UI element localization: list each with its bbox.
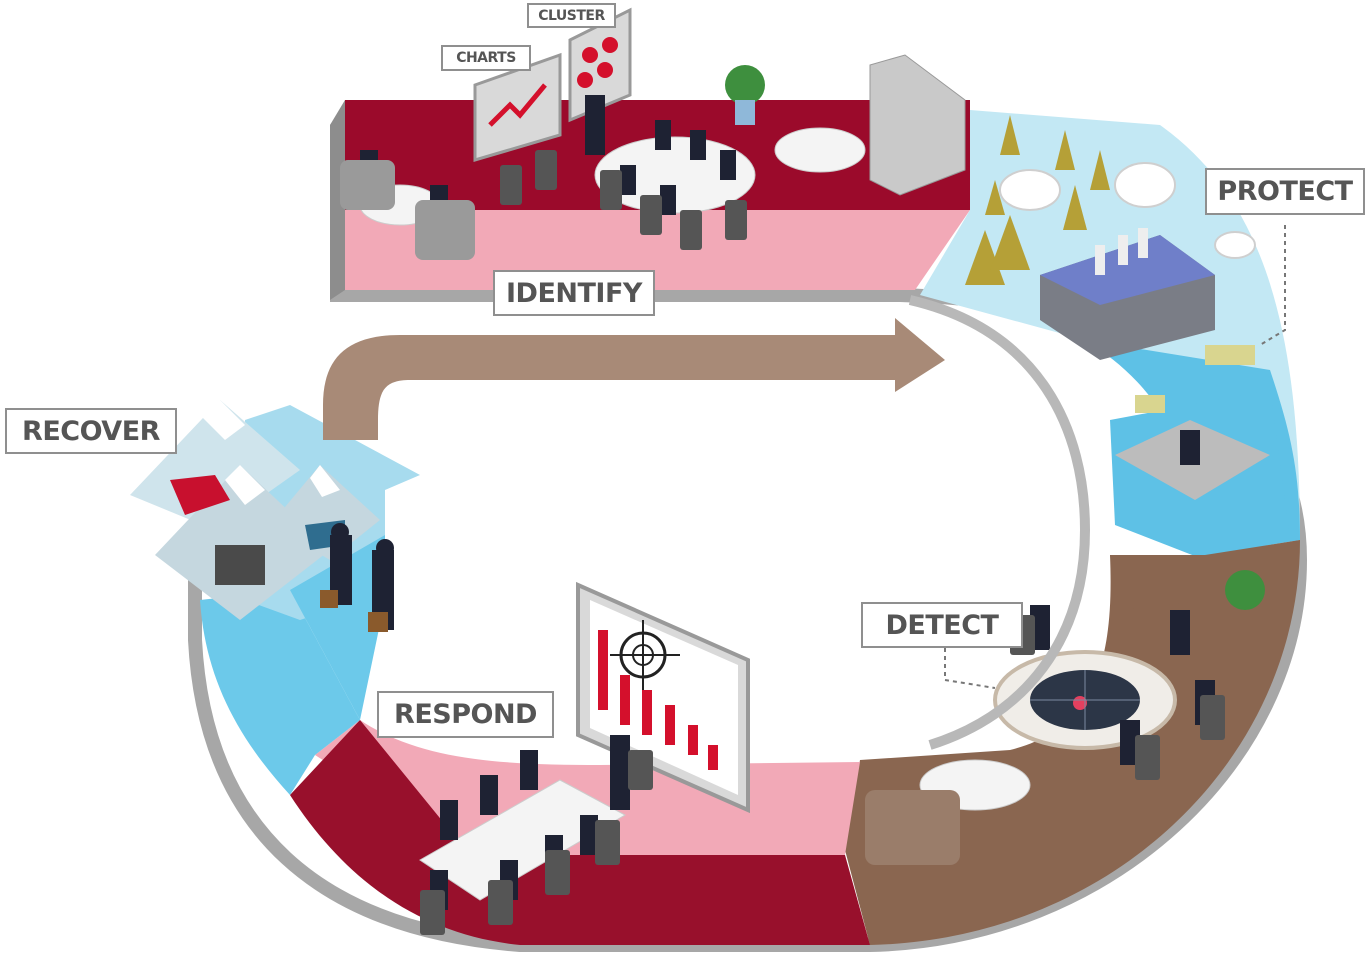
label-protect: PROTECT [1205, 168, 1365, 215]
label-respond: RESPOND [377, 691, 554, 738]
label-recover: RECOVER [5, 408, 177, 454]
inner-rim [908, 295, 1091, 750]
label-detect: DETECT [861, 602, 1023, 648]
identify-section [330, 7, 970, 300]
detect-section [845, 540, 1300, 945]
cycle-arrow [323, 318, 945, 440]
respond-section [290, 581, 870, 945]
label-identify: IDENTIFY [493, 270, 655, 316]
protect-section [920, 110, 1300, 560]
recover-section [130, 400, 420, 795]
label-charts: CHARTS [441, 45, 531, 71]
label-cluster: CLUSTER [527, 3, 616, 28]
